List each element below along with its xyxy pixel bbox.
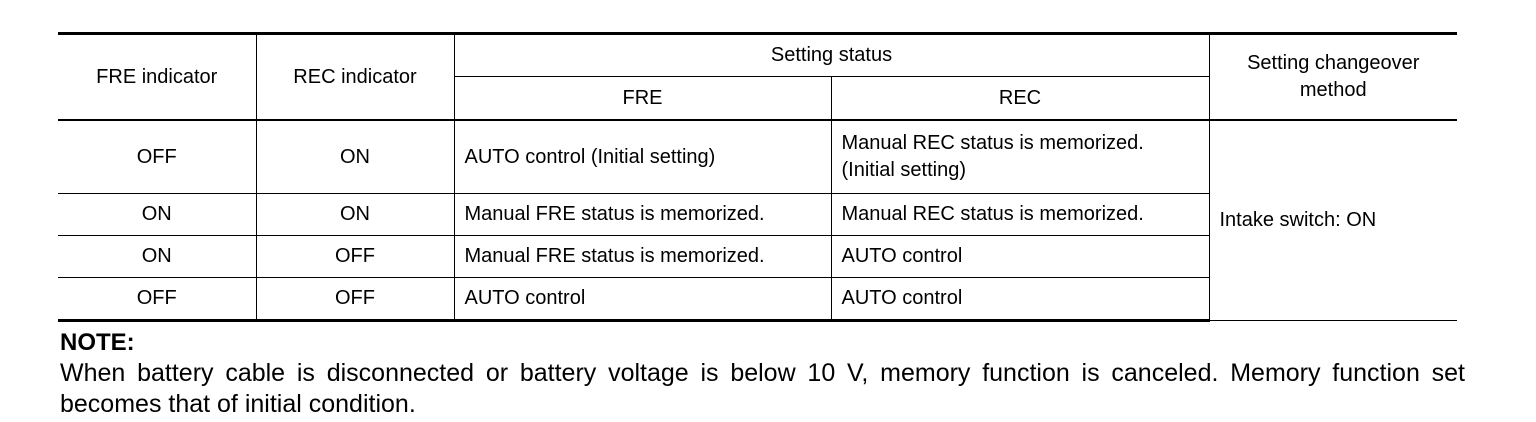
table-row: OFF OFF AUTO control AUTO control [58, 277, 1457, 322]
fre-status-cell: Manual FRE status is memorized. [453, 193, 832, 236]
rec-indicator-cell: OFF [255, 277, 455, 322]
rec-status-cell: AUTO control [830, 277, 1209, 322]
fre-indicator-cell: OFF [58, 277, 257, 322]
header-fre: FRE [454, 76, 832, 121]
fre-status-cell: AUTO control (Initial setting) [453, 119, 832, 194]
fre-status-cell: Manual FRE status is memorized. [453, 235, 832, 278]
fre-status-cell: AUTO control [453, 277, 832, 322]
rec-status-line: (Initial setting) [841, 159, 967, 181]
fre-indicator-cell: ON [58, 193, 257, 236]
indicator-settings-table: FRE indicator REC indicator Setting stat… [58, 32, 1457, 322]
header-setting-status: Setting status [453, 32, 1210, 77]
rec-status-line: Manual REC status is memorized. [841, 132, 1144, 154]
rec-status-cell: AUTO control [830, 235, 1209, 278]
header-fre-indicator: FRE indicator [58, 32, 257, 121]
note-title: NOTE: [60, 329, 135, 356]
rec-indicator-cell: ON [255, 119, 455, 194]
fre-indicator-cell: ON [58, 235, 257, 278]
header-rec: REC [830, 76, 1209, 121]
rec-indicator-cell: ON [255, 193, 455, 236]
note-section: NOTE: When battery cable is disconnected… [60, 328, 1465, 421]
header-setting-changeover-method: Setting changeover method [1208, 32, 1457, 121]
header-rec-indicator: REC indicator [255, 32, 455, 121]
table-row: ON OFF Manual FRE status is memorized. A… [58, 235, 1457, 278]
rec-indicator-cell: OFF [255, 235, 455, 278]
table-row: OFF ON AUTO control (Initial setting) Ma… [58, 119, 1457, 321]
note-text: When battery cable is disconnected or ba… [60, 359, 1465, 419]
rec-status-cell: Manual REC status is memorized. [830, 193, 1209, 236]
fre-indicator-cell: OFF [58, 119, 257, 194]
rec-status-cell: Manual REC status is memorized. (Initial… [830, 119, 1210, 194]
changeover-method-cell: Intake switch: ON [1208, 119, 1457, 321]
